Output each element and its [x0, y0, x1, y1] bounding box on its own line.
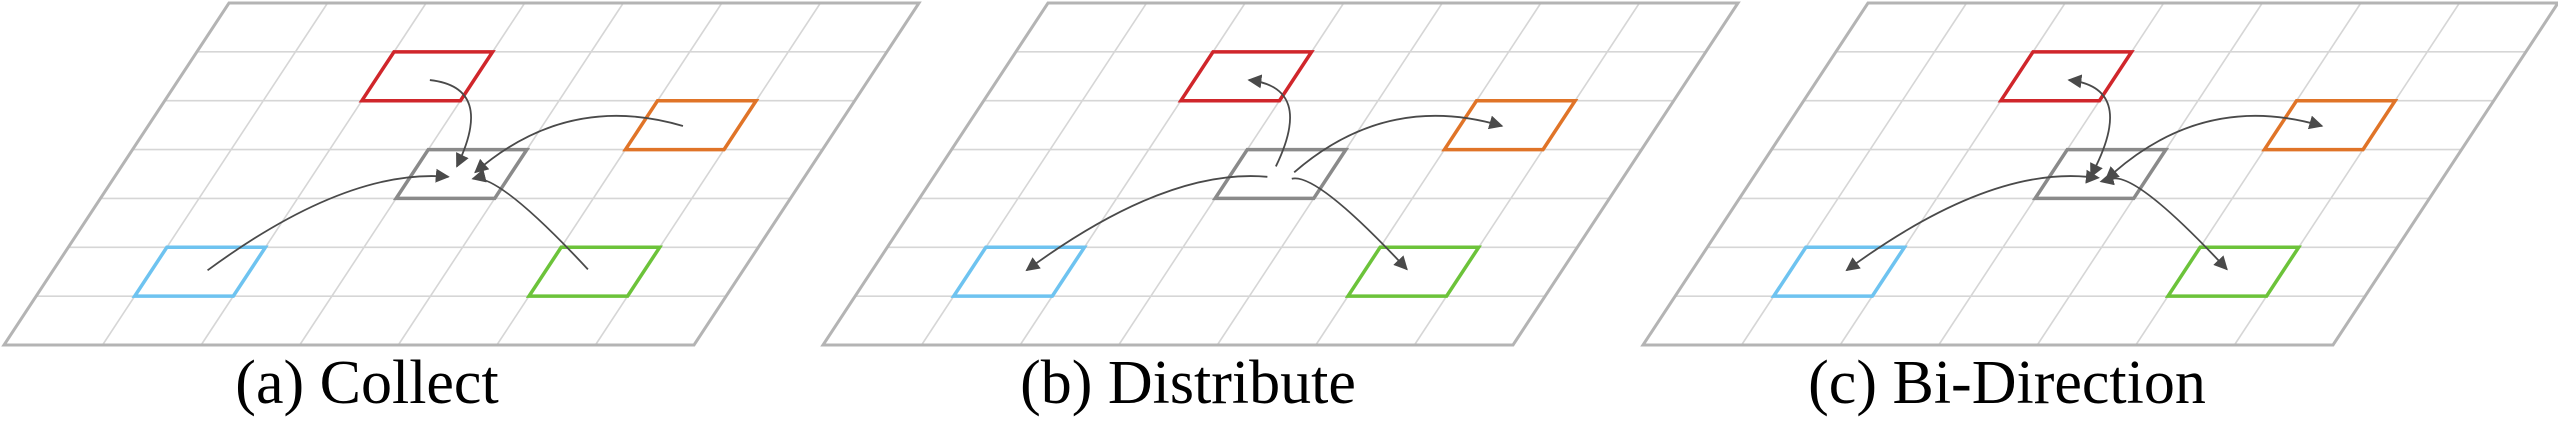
cell-orange — [2261, 98, 2399, 152]
cell-orange — [1441, 98, 1579, 152]
caption-collect: (a) Collect — [235, 349, 499, 417]
cell-red — [1997, 50, 2135, 103]
cell-blue — [950, 245, 1088, 298]
cell-green — [2164, 245, 2302, 298]
grid-frame — [820, 1, 1741, 347]
cell-green — [525, 245, 663, 298]
arrow-green — [471, 168, 589, 270]
cell-blue — [131, 245, 269, 298]
arrow-blue — [1845, 169, 2100, 272]
cell-orange — [622, 98, 760, 152]
caption-bidirection: (c) Bi-Direction — [1808, 349, 2206, 417]
panel-collect — [1, 1, 922, 347]
panel-bidirection — [1640, 1, 2558, 347]
arrow-orange — [1293, 114, 1504, 174]
arrow-red — [429, 79, 472, 168]
caption-distribute: (b) Distribute — [1020, 349, 1356, 417]
grid-frame — [1640, 1, 2558, 347]
cell-center — [392, 147, 531, 201]
cell-red — [1177, 50, 1315, 103]
arrow-blue — [207, 168, 450, 272]
arrow-orange — [474, 114, 684, 174]
cell-blue — [1770, 245, 1908, 298]
cell-red — [358, 50, 496, 103]
arrow-blue — [1025, 175, 1268, 272]
arrow-red — [1247, 74, 1291, 167]
arrow-green — [2099, 171, 2228, 271]
grid-frame — [1, 1, 922, 347]
cell-center — [1211, 147, 1350, 201]
arrow-orange — [2104, 114, 2324, 181]
cell-green — [1344, 245, 1482, 298]
panel-distribute — [820, 1, 1741, 347]
arrow-red — [2067, 74, 2111, 178]
arrow-green — [1291, 177, 1408, 271]
